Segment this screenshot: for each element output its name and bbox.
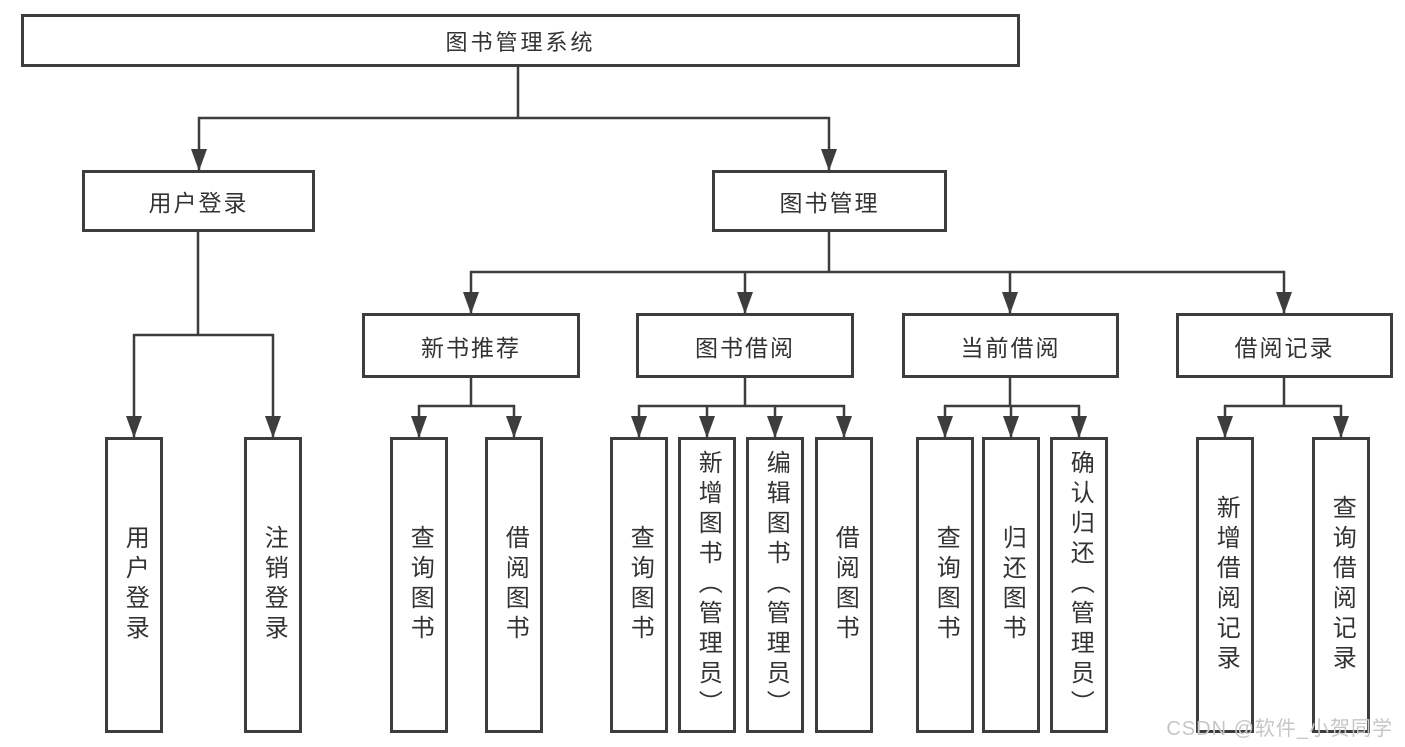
leaf-logout: 注销登录 [244,437,302,733]
leaf-label: 用户登录 [121,525,149,645]
leaf-edit-book-admin: 编辑图书（管理员） [746,437,804,733]
leaf-borrow-book: 借阅图书 [815,437,873,733]
leaf-label: 查询图书 [932,525,960,645]
leaf-label: 确认归还（管理员） [1066,450,1094,720]
leaf-label: 借阅图书 [501,525,529,645]
leaf-user-login: 用户登录 [105,437,163,733]
leaf-confirm-return-admin: 确认归还（管理员） [1050,437,1108,733]
leaf-query-book-recommend: 查询图书 [390,437,448,733]
leaf-return-book: 归还图书 [982,437,1040,733]
node-current-borrowing: 当前借阅 [902,313,1119,378]
node-borrow-records: 借阅记录 [1176,313,1393,378]
leaf-query-book-current: 查询图书 [916,437,974,733]
leaf-query-borrow-record: 查询借阅记录 [1312,437,1370,733]
leaf-label: 新增借阅记录 [1212,495,1240,675]
node-user-login: 用户登录 [82,170,315,232]
csdn-watermark: CSDN @软件_小贺同学 [1166,718,1393,740]
leaf-add-book-admin: 新增图书（管理员） [678,437,736,733]
node-new-book-recommend: 新书推荐 [362,313,580,378]
leaf-label: 借阅图书 [831,525,859,645]
node-book-management: 图书管理 [712,170,947,232]
leaf-label: 查询图书 [406,525,434,645]
leaf-label: 注销登录 [260,525,288,645]
leaf-label: 新增图书（管理员） [694,450,722,720]
leaf-label: 归还图书 [998,525,1026,645]
node-book-borrowing: 图书借阅 [636,313,854,378]
leaf-label: 编辑图书（管理员） [762,450,790,720]
node-library-system: 图书管理系统 [21,14,1020,67]
leaf-label: 查询图书 [626,525,654,645]
leaf-label: 查询借阅记录 [1328,495,1356,675]
leaf-add-borrow-record: 新增借阅记录 [1196,437,1254,733]
leaf-borrow-book-recommend: 借阅图书 [485,437,543,733]
leaf-query-book-borrowing: 查询图书 [610,437,668,733]
